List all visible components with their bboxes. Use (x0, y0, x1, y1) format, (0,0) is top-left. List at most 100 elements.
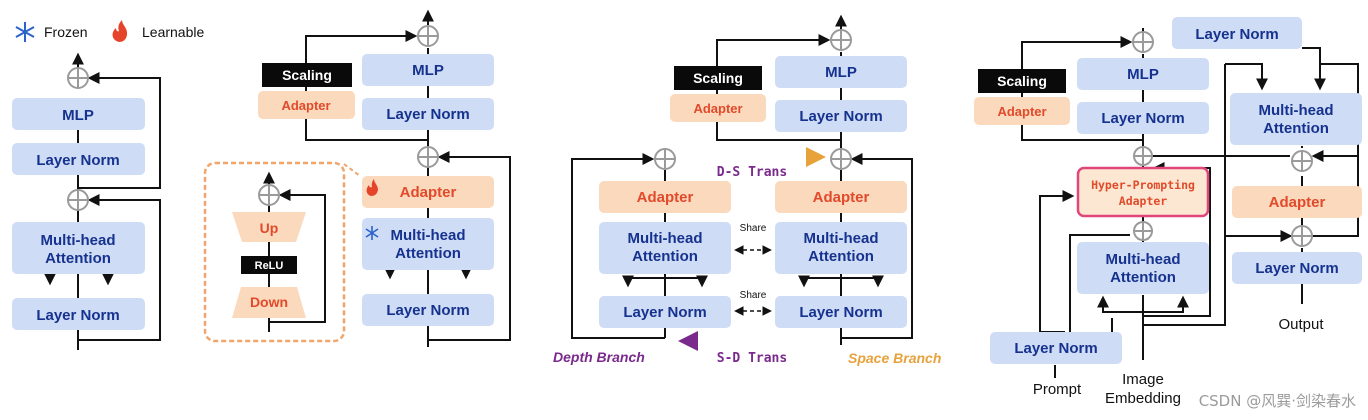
mha-block-right (1230, 93, 1362, 145)
space-branch-label: Space Branch (848, 350, 941, 366)
flame-icon (366, 179, 378, 196)
mha-label-line1: Multi-head (391, 227, 466, 244)
layer-norm-right-label: Layer Norm (1255, 260, 1338, 277)
prompt-label: Prompt (1033, 381, 1082, 398)
adapter-block (362, 176, 494, 208)
snowflake-icon (365, 226, 379, 240)
depth-branch-label: Depth Branch (553, 349, 645, 365)
mlp-label: MLP (412, 62, 444, 79)
zoom-connector (343, 163, 361, 177)
mha-right-line1: Multi-head (1259, 102, 1334, 119)
add-icon (1133, 146, 1153, 166)
share-label-2: Share (740, 290, 767, 301)
image-embedding-line2: Embedding (1105, 390, 1181, 407)
adapter-left-label: Adapter (637, 189, 694, 206)
add-icon (1291, 150, 1313, 172)
layer-norm-top-label: Layer Norm (799, 108, 882, 125)
layer-norm-top-label: Layer Norm (36, 152, 119, 169)
share-label-1: Share (740, 223, 767, 234)
mha-label-line2: Attention (45, 250, 111, 267)
mlp-block (1077, 58, 1209, 90)
panel-dual-branch: Scaling Adapter MLP Layer Norm D-S Trans… (553, 14, 941, 366)
adapter-small-block (974, 97, 1070, 125)
panel-adapter: Scaling Adapter MLP Layer Norm Adapter M… (203, 9, 511, 347)
multi-head-attention-block (362, 218, 494, 270)
add-icon (830, 29, 852, 51)
adapter-right-label: Adapter (813, 189, 870, 206)
hpa-label-line1: Hyper-Prompting (1091, 178, 1195, 192)
scaling-label: Scaling (693, 70, 743, 86)
hyper-prompting-adapter-block (1076, 166, 1210, 218)
adapter-detail-inset (203, 161, 346, 343)
add-icon (830, 148, 852, 170)
panel-standard-transformer: MLP Layer Norm Multi-head Attention Laye… (12, 52, 161, 350)
output-label: Output (1278, 316, 1324, 333)
adapter-small-block (258, 91, 355, 119)
scaling-label: Scaling (282, 67, 332, 83)
layer-norm-right-label: Layer Norm (799, 304, 882, 321)
scaling-block (978, 69, 1066, 93)
mlp-block (362, 54, 494, 86)
layer-norm-top (775, 100, 907, 132)
mha-label-line2: Attention (1110, 269, 1176, 286)
legend: Frozen Learnable (15, 20, 204, 42)
multi-head-attention-block (12, 222, 145, 274)
legend-learnable: Learnable (142, 24, 204, 40)
add-icon (67, 189, 89, 211)
legend-frozen: Frozen (44, 24, 88, 40)
ds-trans-label: D-S Trans (717, 165, 787, 180)
adapter-small-label: Adapter (693, 101, 742, 116)
mha-right-line1: Multi-head (804, 230, 879, 247)
adapter-label: Adapter (400, 184, 457, 201)
layer-norm-bottom-label: Layer Norm (36, 307, 119, 324)
layer-norm-bottom-label: Layer Norm (386, 302, 469, 319)
layer-norm-left-label: Layer Norm (623, 304, 706, 321)
adapter-block-left (599, 181, 731, 213)
mlp-label: MLP (62, 107, 94, 124)
add-icon (417, 146, 439, 168)
mha-left-line2: Attention (632, 248, 698, 265)
relu-label: ReLU (255, 260, 284, 272)
layer-norm-bottom (362, 294, 494, 326)
mha-right-line2: Attention (1263, 120, 1329, 137)
mha-block-right (775, 222, 907, 274)
layer-norm-upper-right (1172, 17, 1302, 49)
layer-norm-bottom-label: Layer Norm (1014, 340, 1097, 357)
down-label: Down (250, 294, 288, 310)
adapter-block-right (1232, 186, 1362, 218)
add-icon (417, 25, 439, 47)
hpa-label-line2: Adapter (1119, 194, 1168, 208)
layer-norm-right (775, 296, 907, 328)
mha-right-line2: Attention (808, 248, 874, 265)
mlp-block (775, 56, 907, 88)
layer-norm-right (1232, 252, 1362, 284)
down-projection (232, 287, 306, 318)
scaling-label: Scaling (997, 73, 1047, 89)
adapter-small-label: Adapter (997, 104, 1046, 119)
layer-norm-bottom (12, 298, 145, 330)
layer-norm-top-label: Layer Norm (386, 106, 469, 123)
mlp-label: MLP (1127, 66, 1159, 83)
mha-label-line1: Multi-head (1106, 251, 1181, 268)
panel-hyper-prompting: Scaling Adapter MLP Layer Norm Layer Nor… (974, 17, 1362, 407)
adapter-small-block (670, 94, 766, 122)
up-projection (232, 212, 306, 242)
layer-norm-upper-right-label: Layer Norm (1195, 26, 1278, 43)
layer-norm-left (599, 296, 731, 328)
add-icon (67, 67, 89, 89)
layer-norm-top (12, 143, 145, 175)
relu-block (241, 256, 297, 274)
layer-norm-top (1077, 102, 1209, 134)
add-icon (258, 184, 280, 206)
up-label: Up (260, 220, 279, 236)
multi-head-attention-block (1077, 242, 1209, 294)
scaling-block (674, 66, 762, 90)
mlp-block (12, 98, 145, 130)
adapter-right-label: Adapter (1269, 194, 1326, 211)
adapter-small-label: Adapter (281, 98, 330, 113)
mha-block-left (599, 222, 731, 274)
sd-trans-label: S-D Trans (717, 351, 787, 366)
scaling-block (262, 63, 352, 87)
flame-icon (112, 20, 128, 42)
